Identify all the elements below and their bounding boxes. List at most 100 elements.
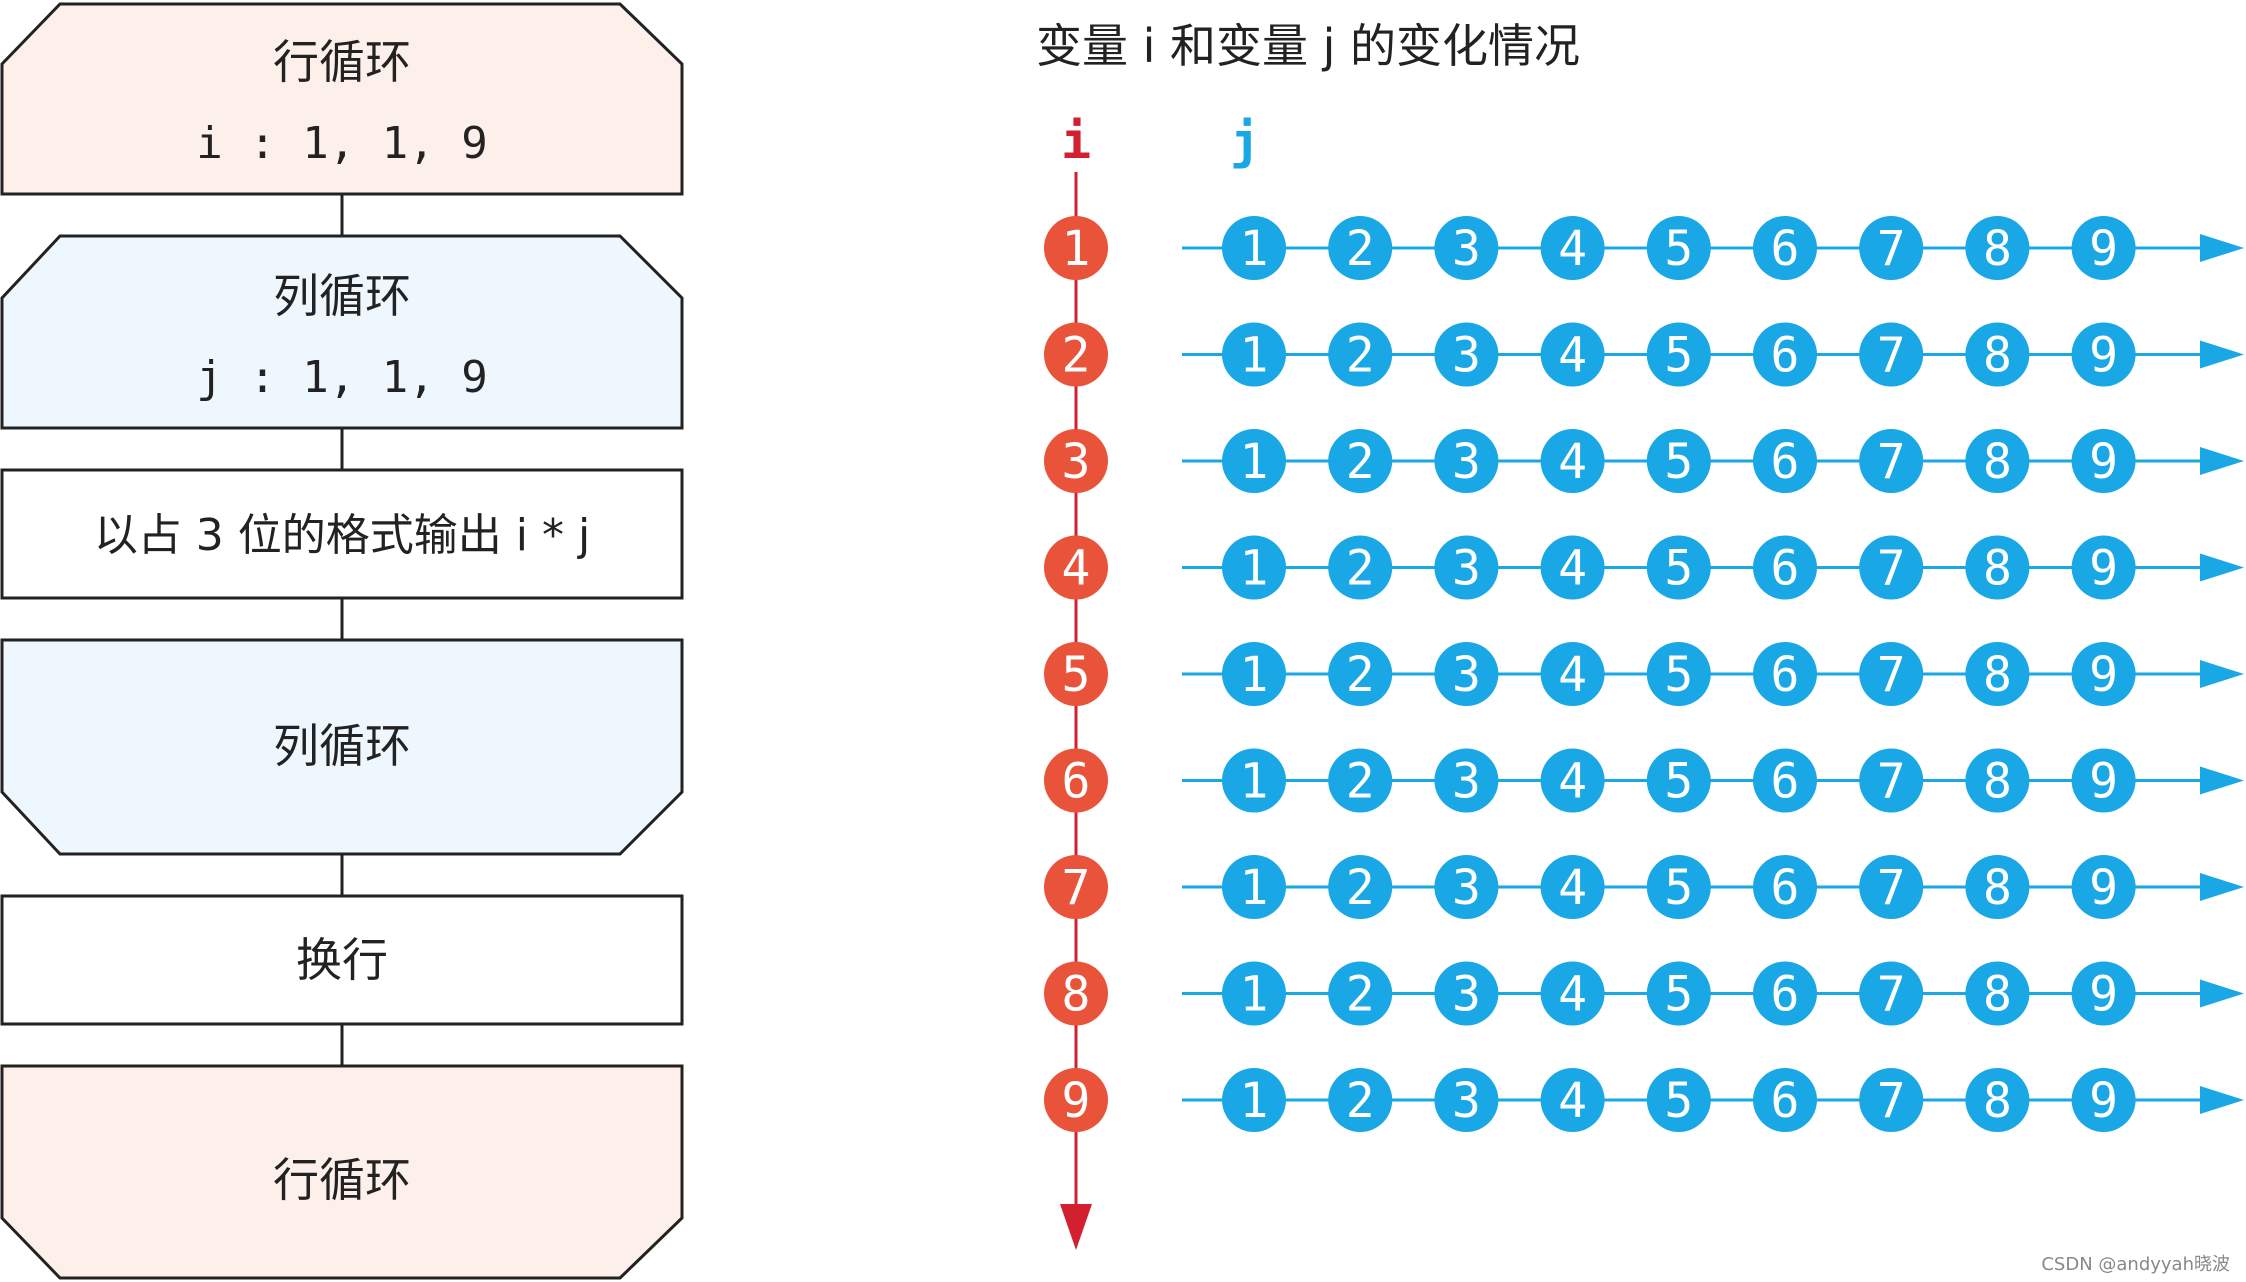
- j-row-arrowhead: [2200, 447, 2244, 475]
- j-value-label: 3: [1452, 541, 1481, 597]
- j-value-circle: [1434, 429, 1499, 493]
- j-value-label: 3: [1452, 860, 1481, 916]
- j-value-label: 2: [1346, 754, 1375, 810]
- j-value-circle: [1965, 961, 2030, 1026]
- j-value-circle: [1859, 216, 1924, 280]
- j-value-circle: [1646, 535, 1711, 600]
- j-value-label: 1: [1240, 647, 1269, 703]
- j-value-circle: [1540, 429, 1605, 493]
- row-loop-start-block: 行循环 i : 1, 1, 9: [0, 2, 684, 196]
- j-value-circle: [1328, 961, 1393, 1026]
- j-value-circle: [2071, 322, 2136, 387]
- output-step-shape: [0, 468, 684, 600]
- j-value-circle: [1646, 642, 1711, 706]
- j-value-circle: [1646, 1068, 1711, 1132]
- j-value-label: 5: [1664, 541, 1693, 597]
- j-value-circle: [1222, 322, 1286, 387]
- j-value-label: 9: [2089, 541, 2118, 597]
- j-value-label: 2: [1346, 967, 1375, 1023]
- j-value-label: 9: [2089, 221, 2118, 277]
- j-value-label: 1: [1240, 860, 1269, 916]
- j-value-label: 6: [1771, 434, 1800, 490]
- j-value-circle: [1222, 216, 1286, 280]
- j-row-arrowhead: [2200, 234, 2244, 262]
- j-value-label: 7: [1877, 541, 1906, 597]
- j-row-arrowhead: [2200, 340, 2244, 369]
- j-value-label: 4: [1558, 1073, 1587, 1129]
- row-loop-end-title: 行循环: [273, 1153, 411, 1207]
- variable-diagram-title: 变量 i 和变量 j 的变化情况: [1036, 19, 1580, 73]
- j-value-circle: [1859, 961, 1924, 1026]
- j-value-circle: [1434, 322, 1499, 387]
- j-value-circle: [1965, 429, 2030, 493]
- j-value-circle: [1646, 961, 1711, 1026]
- i-value-label: 8: [1062, 967, 1091, 1023]
- j-value-label: 9: [2089, 967, 2118, 1023]
- j-value-circle: [1434, 855, 1499, 919]
- j-value-circle: [2071, 1068, 2136, 1132]
- j-value-label: 7: [1877, 967, 1906, 1023]
- i-value-label: 3: [1062, 434, 1091, 490]
- j-row-arrowhead: [2200, 766, 2244, 795]
- j-row-arrowhead: [2200, 873, 2244, 901]
- j-value-label: 6: [1771, 647, 1800, 703]
- i-value-label: 6: [1062, 754, 1091, 810]
- j-value-label: 1: [1240, 967, 1269, 1023]
- j-value-circle: [1646, 855, 1711, 919]
- j-value-circle: [1646, 322, 1711, 387]
- j-value-label: 8: [1983, 221, 2012, 277]
- j-value-circle: [1540, 961, 1605, 1026]
- newline-step-block: 换行: [0, 894, 684, 1026]
- j-value-label: 7: [1877, 647, 1906, 703]
- j-value-label: 6: [1771, 328, 1800, 384]
- j-value-circle: [1222, 748, 1286, 813]
- j-value-circle: [1965, 216, 2030, 280]
- j-value-label: 6: [1771, 967, 1800, 1023]
- j-value-label: 9: [2089, 860, 2118, 916]
- i-value-circle: [1044, 429, 1108, 493]
- j-value-label: 5: [1664, 754, 1693, 810]
- j-value-circle: [2071, 855, 2136, 919]
- j-value-circle: [1222, 642, 1286, 706]
- j-value-circle: [1540, 642, 1605, 706]
- j-value-label: 9: [2089, 754, 2118, 810]
- j-row-arrowhead: [2200, 1086, 2244, 1114]
- j-value-label: 2: [1346, 1073, 1375, 1129]
- j-value-label: 2: [1346, 647, 1375, 703]
- j-value-circle: [1328, 322, 1393, 387]
- j-value-label: 5: [1664, 967, 1693, 1023]
- j-value-circle: [1753, 855, 1817, 919]
- j-value-label: 6: [1771, 754, 1800, 810]
- i-value-label: 7: [1062, 860, 1091, 916]
- j-value-label: 8: [1983, 860, 2012, 916]
- col-loop-start-title: 列循环: [273, 269, 411, 323]
- j-value-label: 9: [2089, 434, 2118, 490]
- j-value-circle: [1434, 1068, 1499, 1132]
- j-row-arrowhead: [2200, 979, 2244, 1008]
- j-value-circle: [1222, 429, 1286, 493]
- i-value-circle: [1044, 961, 1108, 1026]
- j-value-label: 4: [1558, 221, 1587, 277]
- j-value-label: 5: [1664, 328, 1693, 384]
- j-value-circle: [1859, 322, 1924, 387]
- j-value-label: 4: [1558, 328, 1587, 384]
- i-value-label: 2: [1062, 328, 1091, 384]
- i-value-circle: [1044, 1068, 1108, 1132]
- col-loop-end-block: 列循环: [0, 638, 684, 856]
- j-value-circle: [1540, 535, 1605, 600]
- row-loop-start-title: 行循环: [273, 35, 411, 89]
- j-value-circle: [1328, 642, 1393, 706]
- j-value-label: 8: [1983, 647, 2012, 703]
- j-value-circle: [1965, 322, 2030, 387]
- j-value-label: 5: [1664, 647, 1693, 703]
- j-value-label: 2: [1346, 860, 1375, 916]
- j-value-circle: [1753, 1068, 1817, 1132]
- j-value-label: 8: [1983, 434, 2012, 490]
- j-value-circle: [1646, 748, 1711, 813]
- col-loop-end-title: 列循环: [273, 719, 411, 773]
- j-axis-label: j: [1230, 112, 1260, 170]
- j-value-circle: [1328, 535, 1393, 600]
- row-loop-end-shape: [0, 1064, 684, 1280]
